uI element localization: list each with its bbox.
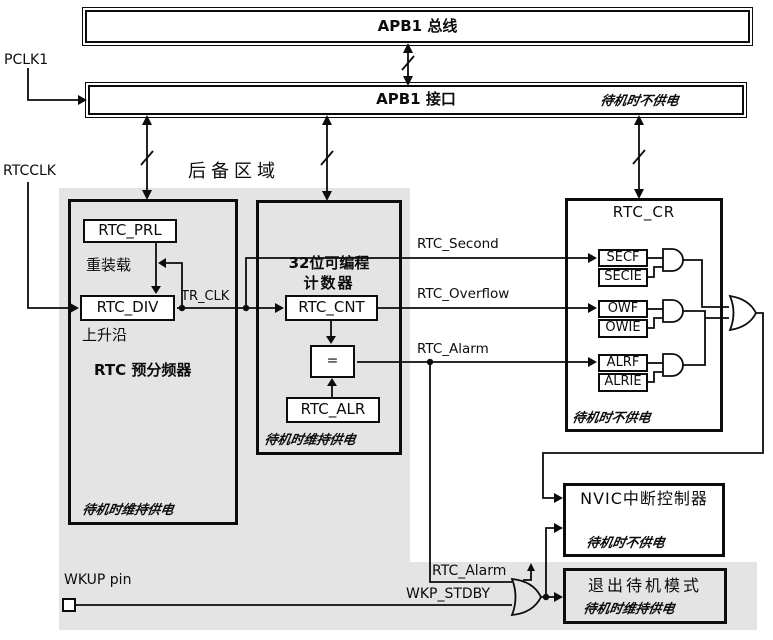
- or-gate-interrupt: [728, 294, 758, 332]
- rtc-prl-box: RTC_PRL: [83, 219, 177, 243]
- exit-standby-title: 退出待机模式: [587, 576, 702, 595]
- rtc-alr-box: RTC_ALR: [286, 397, 380, 423]
- apb1-interface-title: APB1 接口: [376, 90, 456, 109]
- counter-title-line1: 32位可编程: [288, 254, 370, 272]
- rtc-cnt-box: RTC_CNT: [285, 295, 378, 321]
- apb1-bus-box: APB1 总线: [82, 7, 753, 46]
- arrowhead-icon: [142, 115, 152, 125]
- owie-flag-box: OWIE: [598, 319, 648, 338]
- rtc-cnt-label: RTC_CNT: [298, 298, 365, 317]
- comparator-box: =: [310, 345, 355, 378]
- counter-box: [256, 200, 402, 455]
- rtc-prl-label: RTC_PRL: [98, 221, 162, 240]
- wkup-pin-label: WKUP pin: [64, 572, 132, 588]
- bus-slash-icon: [401, 55, 415, 71]
- rtc-overflow-label: RTC_Overflow: [417, 286, 510, 302]
- owf-label: OWF: [607, 300, 639, 316]
- reload-label: 重装载: [86, 256, 132, 274]
- rtc-alr-label: RTC_ALR: [300, 400, 366, 419]
- apb1-interface-box: APB1 接口: [85, 82, 747, 118]
- prescaler-title: RTC 预分频器: [94, 361, 192, 379]
- rtc-div-label: RTC_DIV: [96, 298, 159, 317]
- bus-slash-icon: [140, 150, 154, 166]
- owf-flag-box: OWF: [598, 300, 648, 318]
- secf-label: SECF: [606, 249, 640, 265]
- bus-slash-icon: [632, 149, 646, 165]
- rising-edge-label: 上升沿: [82, 326, 128, 344]
- arrowhead-icon: [554, 493, 563, 503]
- wire-rtc-alarm-to-wakeup: [429, 362, 512, 583]
- rtc-second-label: RTC_Second: [417, 236, 499, 252]
- alrie-flag-box: ALRIE: [598, 373, 648, 392]
- arrowhead-icon: [322, 115, 332, 125]
- comparator-label: =: [326, 353, 339, 370]
- arrowhead-icon: [554, 523, 563, 533]
- alrf-label: ALRF: [606, 354, 640, 370]
- pclk1-label: PCLK1: [4, 52, 49, 68]
- wkp-stdby-label: WKP_STDBY: [406, 586, 491, 602]
- alrie-label: ALRIE: [604, 374, 642, 390]
- nvic-title: NVIC中断控制器: [580, 489, 708, 508]
- counter-standby-note: 待机时维持供电: [263, 433, 357, 448]
- rtc-alarm-wakeup-label: RTC_Alarm: [432, 563, 507, 579]
- wire-pclk1: [27, 68, 78, 101]
- junction-dot: [426, 358, 434, 366]
- rtc-cr-title: RTC_CR: [612, 203, 676, 221]
- arrowhead-icon: [403, 43, 413, 53]
- backup-domain-label: 后备区域: [188, 161, 280, 182]
- exit-standby-note: 待机时维持供电: [582, 602, 676, 617]
- exit-standby-box: [563, 568, 727, 624]
- owie-label: OWIE: [605, 320, 641, 336]
- bus-slash-icon: [320, 150, 334, 166]
- prescaler-box: [68, 199, 238, 525]
- secf-flag-box: SECF: [598, 249, 648, 267]
- apb1-interface-standby-note: 待机时不供电: [599, 94, 680, 109]
- arrowhead-icon: [634, 115, 644, 125]
- prescaler-standby-note: 待机时维持供电: [81, 503, 175, 518]
- secie-flag-box: SECIE: [598, 268, 648, 287]
- tr-clk-label: TR_CLK: [181, 289, 230, 304]
- secie-label: SECIE: [604, 269, 642, 285]
- nvic-standby-note: 待机时不供电: [585, 536, 666, 551]
- rtcclk-label: RTCCLK: [3, 163, 56, 179]
- apb1-bus-title: APB1 总线: [377, 16, 458, 35]
- rtc-alarm-label: RTC_Alarm: [417, 341, 489, 357]
- rtc-cr-standby-note: 待机时不供电: [571, 411, 652, 426]
- arrowhead-icon: [78, 95, 87, 105]
- counter-title-line2: 计数器: [303, 274, 355, 292]
- alrf-flag-box: ALRF: [598, 354, 648, 372]
- rtc-div-box: RTC_DIV: [80, 295, 175, 321]
